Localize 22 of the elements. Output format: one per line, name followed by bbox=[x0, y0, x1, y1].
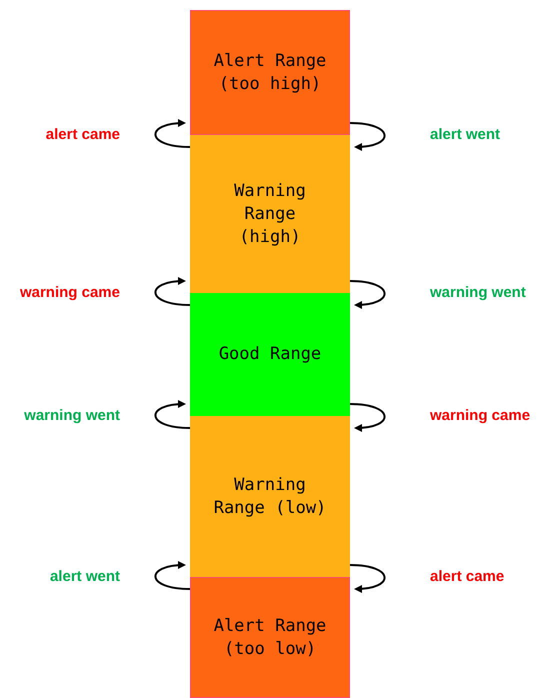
range-label: Alert Range (too low) bbox=[212, 614, 328, 660]
range-label: Alert Range (too high) bbox=[212, 50, 328, 96]
range-label: Good Range bbox=[218, 343, 322, 366]
curved-arrow bbox=[154, 119, 190, 148]
range-label: Warning Range (high) bbox=[233, 180, 307, 248]
curved-arrow bbox=[154, 561, 190, 590]
curved-arrow bbox=[350, 403, 386, 432]
edge-label: warning came bbox=[20, 284, 120, 302]
curved-arrow bbox=[350, 122, 386, 151]
curved-arrow bbox=[350, 564, 386, 593]
alert-band bbox=[190, 577, 350, 698]
curved-arrow bbox=[350, 280, 386, 309]
good-band bbox=[190, 293, 350, 416]
warning-band bbox=[190, 135, 350, 293]
edge-label: warning went bbox=[24, 407, 120, 425]
alert-band bbox=[190, 10, 350, 135]
edge-label: warning went bbox=[430, 284, 526, 302]
edge-label: warning came bbox=[430, 407, 530, 425]
warning-band bbox=[190, 416, 350, 577]
curved-arrow bbox=[154, 400, 190, 429]
curved-arrow bbox=[154, 277, 190, 306]
range-label: Warning Range (low) bbox=[212, 474, 328, 520]
